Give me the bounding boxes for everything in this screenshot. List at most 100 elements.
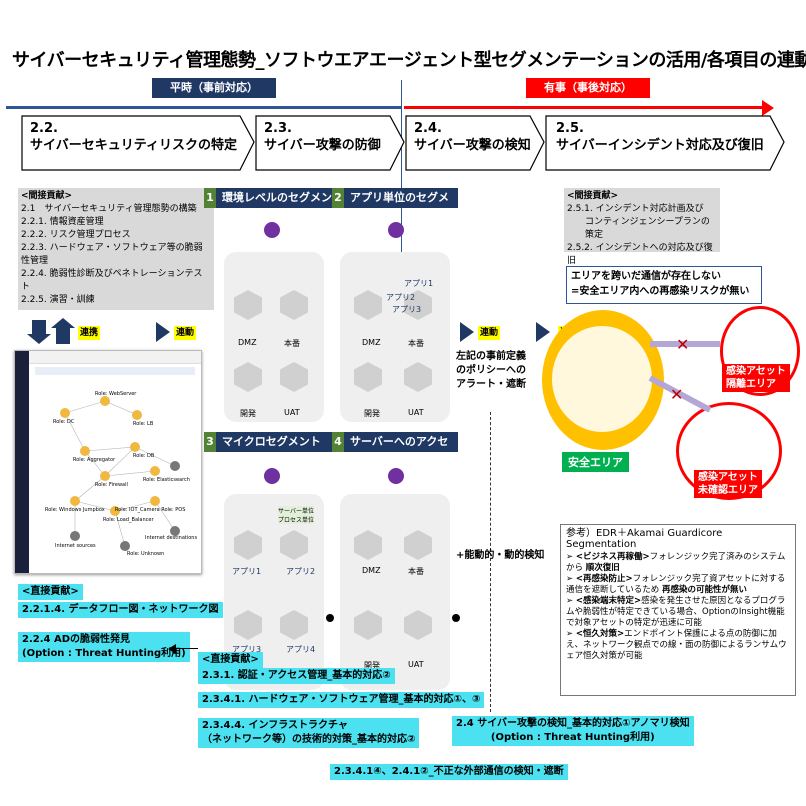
detect-text: +能動的・動的検知 — [456, 550, 545, 561]
ui-node-label: Role: Firewall — [95, 482, 128, 488]
reference-item: ➢ <恒久対策>エンドポイント保護による点の防御に加え、ネットワーク観点での線・… — [566, 629, 787, 661]
rendo-label-1: 連動 — [174, 326, 197, 340]
cloud-icon — [388, 222, 404, 238]
arrow-down-icon — [32, 320, 46, 334]
ui-node-label: Role: Aggregator — [73, 457, 116, 463]
uat-label: UAT — [408, 408, 424, 417]
ui-graph — [60, 396, 180, 551]
indirect-contribution-left: <間接貢献> 2.1 サイバーセキュリティ管理態勢の構築 2.2.1. 情報資産… — [18, 188, 214, 310]
segment-2-diagram — [340, 252, 450, 422]
block-x-icon: ✕ — [676, 335, 689, 354]
user-icon — [326, 614, 334, 622]
arrow-right-1-icon — [156, 322, 170, 342]
dmz-label: DMZ — [238, 338, 257, 347]
ui-node-label: Role: Load_Balancer — [103, 517, 154, 523]
reference-item: ➢ <ビジネス再稼働>フォレンジック完了済みのシステムから 順次復旧 — [566, 552, 786, 573]
safe-area-inner — [552, 326, 652, 432]
dmz-label: DMZ — [362, 338, 381, 347]
prod-label: 本番 — [284, 339, 300, 348]
segment-1-number: 1 — [204, 188, 216, 208]
app3-label: アプリ3 — [392, 305, 422, 314]
ui-node-label: Internet destinations — [145, 535, 198, 541]
segment-3-number: 3 — [204, 432, 216, 452]
reference-box: 参考）EDR＋Akamai Guardicore Segmentation ➢ … — [560, 524, 796, 696]
arrow-down-head-icon — [27, 334, 51, 344]
dmz-label: DMZ — [362, 566, 381, 575]
ui-node-label: Role: DB — [133, 453, 155, 459]
phase-divider — [401, 80, 402, 420]
prod-label: 本番 — [408, 339, 424, 348]
safe-area-label: 安全エリア — [562, 452, 629, 472]
block-x-icon: ✕ — [670, 385, 683, 404]
normal-phase-line — [6, 106, 401, 109]
prod-label: 本番 — [408, 567, 424, 576]
page-title: サイバーセキュリティ管理態勢_ソフトウエアエージェント型セグメンテーションの活用… — [12, 50, 806, 71]
step-chevrons — [21, 115, 785, 171]
ui-node-label: Internet sources — [55, 543, 96, 549]
callout-box: エリアを跨いだ通信が存在しない =安全エリア内への再感染リスクが無い — [566, 266, 762, 304]
step-2-5: 2.5.サイバーインシデント対応及び復旧 — [556, 121, 764, 153]
direct-detect-item: 2.4 サイバー攻撃の検知_基本的対応①アノマリ検知 (Option : Thr… — [452, 716, 694, 746]
segment-4-number: 4 — [332, 432, 344, 452]
emergency-phase-line — [404, 106, 764, 109]
server-unit-label: サーバー単位 プロセス単位 — [278, 506, 315, 524]
isolated-area-label: 感染アセット 隔離エリア — [722, 364, 790, 392]
direct-mid-item: 2.3.1. 認証・アクセス管理_基本的対応② — [198, 668, 395, 684]
app2-label: アプリ2 — [386, 293, 416, 302]
direct-left-item: 2.2.4 ADの脆弱性発見 (Option : Threat Hunting利… — [18, 632, 190, 662]
segment-4-header: サーバーへのアクセス制御 — [344, 432, 458, 468]
app3-label: アプリ3 — [232, 645, 262, 654]
blocked-arrows: ✕ ✕ — [648, 335, 720, 413]
arrow-left-icon — [168, 644, 176, 654]
indirect-contribution-right: <間接貢献> 2.5.1. インシデント対応計画及び コンティンジェンシープラン… — [564, 188, 720, 266]
ui-filterbar — [35, 367, 195, 375]
ui-node-label: Role: Windows Jumpbox — [45, 507, 105, 513]
segment-3-header: マイクロセグメント — [216, 432, 336, 452]
app2-label: アプリ2 — [286, 567, 316, 576]
step-2-2: 2.2.サイバーセキュリティリスクの特定 — [30, 121, 237, 153]
ui-sidebar — [15, 351, 29, 573]
arrow-right-3-icon — [536, 322, 550, 342]
direct-left-heading: <直接貢献> — [18, 584, 83, 600]
segment-2-header: アプリ単位のセグメント — [344, 188, 458, 224]
dev-label: 開発 — [364, 661, 380, 670]
arrow-right-2-icon — [460, 322, 474, 342]
rendo-label-2: 連動 — [478, 326, 501, 340]
reference-item: ➢ <感染端末特定>感染を発生させた原因となるプログラムや脆弱性が特定できている… — [566, 596, 786, 628]
app1-label: アプリ1 — [232, 567, 262, 576]
arrow-up-head-icon — [51, 318, 75, 328]
ui-node-label: Role: Unknown — [127, 551, 165, 557]
arrow-left-line — [176, 648, 198, 649]
segment-1-diagram — [224, 252, 324, 422]
cloud-icon — [264, 468, 280, 484]
step-2-4: 2.4.サイバー攻撃の検知 — [414, 121, 531, 153]
ui-screenshot: Role: DC Role: WebServer Role: LB Role: … — [14, 350, 202, 574]
renkei-label: 連携 — [78, 326, 101, 340]
ui-node-label: Role: WebServer — [95, 391, 137, 397]
cloud-icon — [264, 222, 280, 238]
dev-label: 開発 — [364, 409, 380, 418]
step-2-3: 2.3.サイバー攻撃の防御 — [264, 121, 381, 153]
ui-node-label: Role: IOT_Camera Role: POS — [115, 507, 186, 513]
detect-line — [490, 412, 491, 712]
app1-label: アプリ1 — [404, 279, 434, 288]
ui-toolbar — [29, 351, 201, 364]
segment-1-header: 環境レベルのセグメント — [216, 188, 336, 224]
unknown-area-label: 感染アセット 未確認エリア — [694, 470, 762, 498]
normal-phase-label: 平時（事前対応） — [152, 78, 276, 98]
emergency-arrow-head — [762, 100, 774, 116]
ui-node-label: Role: DC — [53, 419, 75, 425]
alert-text: 左記の事前定義 のポリシーへの アラート・遮断 — [456, 351, 526, 390]
segment-4-diagram — [340, 494, 450, 690]
bottom-item: 2.3.4.1④、2.4.1②_不正な外部通信の検知・遮断 — [330, 764, 568, 780]
emergency-phase-label: 有事（事後対応） — [526, 78, 650, 98]
uat-label: UAT — [408, 660, 424, 669]
ui-node-label: Role: LB — [133, 421, 154, 427]
arrow-up-icon — [56, 328, 70, 344]
direct-mid-item: 2.3.4.4. インフラストラクチャ （ネットワーク等）の技術的対策_基本的対… — [198, 718, 420, 748]
reference-item: ➢ <再感染防止>フォレンジック完了資アセットに対する通信を遮断しているため 再… — [566, 574, 786, 595]
uat-label: UAT — [284, 408, 300, 417]
direct-mid-item: 2.3.4.1. ハードウェア・ソフトウェア管理_基本的対応①、③ — [198, 692, 485, 708]
dev-label: 開発 — [240, 409, 256, 418]
app4-label: アプリ4 — [286, 645, 316, 654]
